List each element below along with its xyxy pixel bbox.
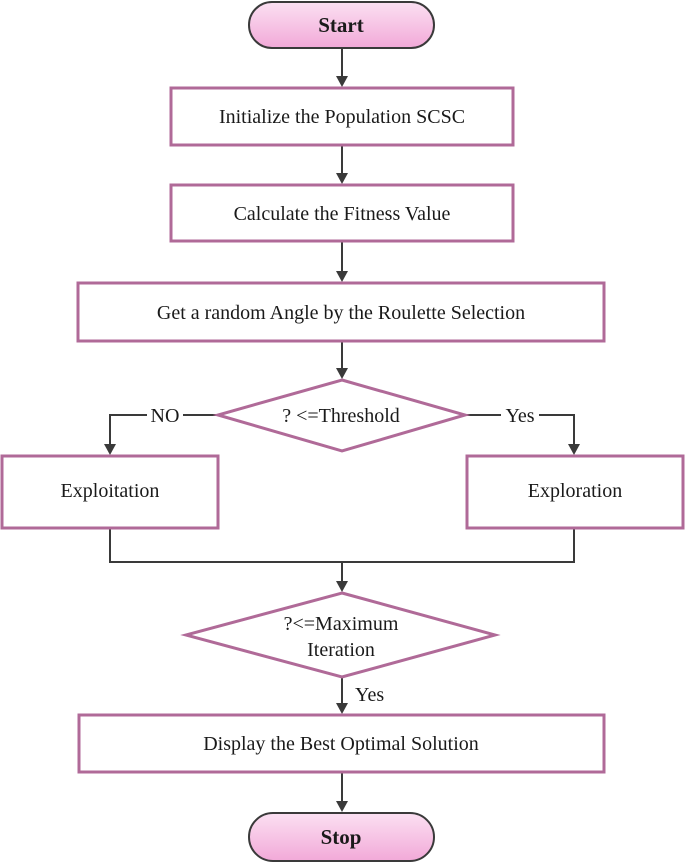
edge-label-yes-down: Yes bbox=[355, 684, 384, 706]
start-terminal: Start bbox=[248, 1, 435, 49]
stop-terminal: Stop bbox=[248, 812, 435, 862]
svg-text:Display the Best Optimal Solut: Display the Best Optimal Solution bbox=[203, 733, 479, 755]
edge-label-yes-right: Yes bbox=[501, 404, 539, 427]
exploration-process: Exploration bbox=[465, 454, 685, 530]
svg-text:NO: NO bbox=[151, 405, 180, 427]
initialize-process: Initialize the Population SCSC bbox=[169, 86, 515, 147]
svg-text:? <=Threshold: ? <=Threshold bbox=[282, 405, 400, 427]
svg-text:?<=Maximum: ?<=Maximum bbox=[284, 613, 399, 635]
svg-text:Yes: Yes bbox=[505, 405, 534, 427]
exploitation-process: Exploitation bbox=[0, 454, 220, 530]
fitness-process: Calculate the Fitness Value bbox=[169, 183, 515, 243]
svg-text:Start: Start bbox=[318, 13, 364, 37]
svg-text:Get a random Angle by the Roul: Get a random Angle by the Roulette Selec… bbox=[157, 302, 525, 324]
threshold-decision: ? <=Threshold bbox=[212, 378, 471, 453]
display-process: Display the Best Optimal Solution bbox=[77, 713, 606, 774]
svg-text:Iteration: Iteration bbox=[307, 639, 375, 661]
svg-text:Stop: Stop bbox=[321, 825, 362, 849]
svg-text:Exploitation: Exploitation bbox=[61, 480, 160, 502]
edge-label-no: NO bbox=[147, 404, 183, 427]
svg-text:Exploration: Exploration bbox=[528, 480, 622, 502]
angle-process: Get a random Angle by the Roulette Selec… bbox=[76, 281, 606, 343]
svg-text:Initialize the Population SCSC: Initialize the Population SCSC bbox=[219, 106, 465, 128]
max-iteration-decision: ?<=Maximum Iteration bbox=[180, 591, 501, 679]
svg-text:Calculate the Fitness Value: Calculate the Fitness Value bbox=[234, 203, 451, 225]
